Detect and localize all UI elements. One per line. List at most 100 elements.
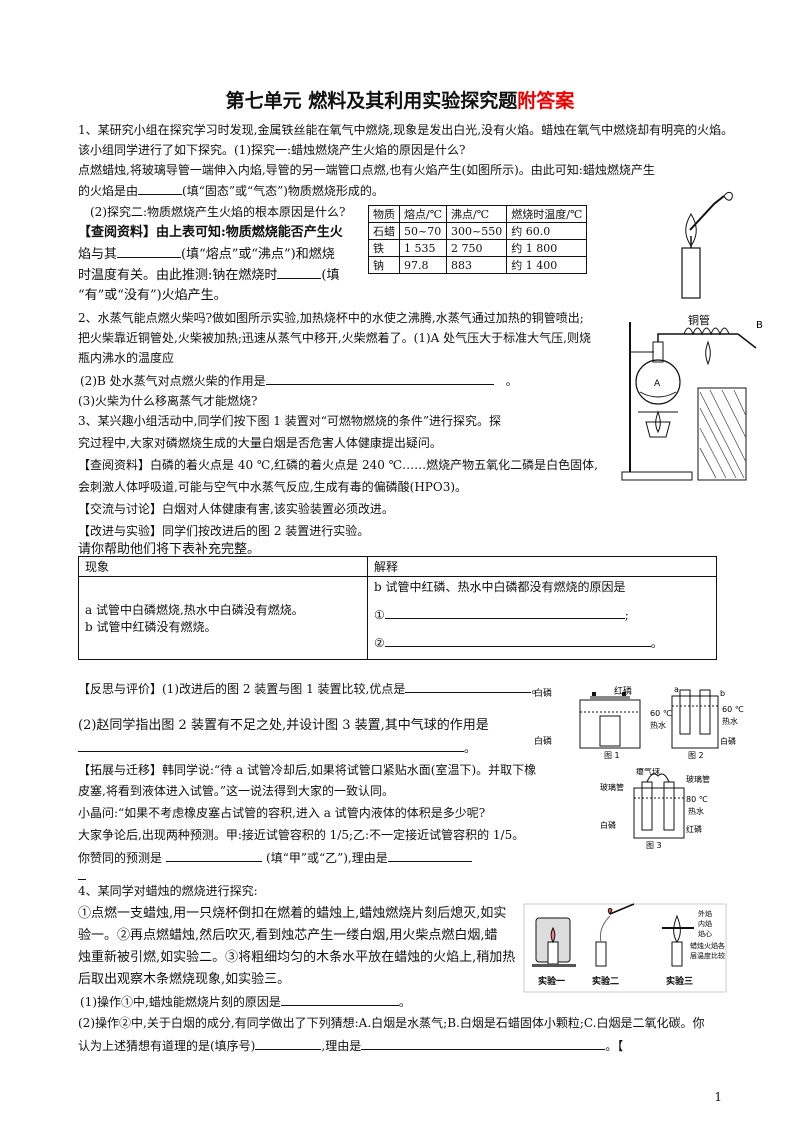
trailing-underline (78, 868, 86, 880)
fig1-caption: 图 1 (604, 751, 620, 760)
table-header: 现象 (78, 556, 368, 577)
q2-line-4: (2)B 处水蒸气对点燃火柴的作用是。 (80, 373, 518, 389)
temp-compare-label-1: 蜡烛火焰各 (690, 941, 725, 950)
q4-line-8b: ,理由是 (321, 1039, 362, 1053)
q4-blank-why[interactable] (361, 1038, 606, 1050)
q1-blank-state[interactable] (138, 183, 183, 195)
q4-line-5: 后取出观察木条燃烧现象,如实验三。 (78, 972, 291, 987)
explanation-1-end: ; (624, 608, 629, 622)
observation-b: b 试管中红磷没有燃烧。 (85, 620, 217, 634)
q4-blank-guess[interactable] (255, 1038, 322, 1050)
table-cell: 约 60.0 (506, 222, 588, 240)
q3-line-3: 【查阅资料】白磷的着火点是 40 ℃,红磷的着火点是 240 ℃……燃烧产物五氧… (78, 458, 598, 472)
q3-line-4: 会刺激人体呼吸道,可能与空气中水蒸气反应,生成有毒的偏磷酸(HPO3)。 (78, 480, 468, 494)
q3-trailing-mark (78, 868, 86, 884)
q1-blank-sodium[interactable] (277, 267, 322, 279)
extension-choice-blank[interactable] (166, 850, 263, 862)
fig1-white-label: 白磷 (534, 687, 552, 699)
explanation-1-blank[interactable] (384, 607, 625, 619)
fig2-temp-label: 60 ℃ (722, 705, 744, 714)
q1-line-8b: (填 (321, 268, 340, 283)
table-cell: 97.8 (398, 256, 448, 274)
reflection-1-blank[interactable] (405, 681, 532, 693)
q1-properties-table: 物质 熔点/℃ 沸点/℃ 燃烧时温度/℃ 石蜡 50~70 300~550 约 … (368, 205, 588, 274)
q4-line-8: 认为上述猜想有道理的是(填序号),理由是。【 (78, 1038, 623, 1054)
table-cell: 883 (446, 256, 508, 274)
explanation-2: ②。 (374, 634, 710, 651)
inner-flame-label: 内焰 (698, 919, 712, 928)
q3-line-6: 【改进与实验】同学们按改进后的图 2 装置进行实验。 (78, 524, 370, 538)
extension-5a: 你赞同的预测是 (78, 851, 163, 865)
q1-line-8a: 时温度有关。由此推测:钠在燃烧时 (78, 268, 278, 283)
q3-reflection-1: 【反思与评价】(1)改进后的图 2 装置与图 1 装置比较,优点是 。 (78, 681, 543, 697)
outer-flame-label: 外焰 (698, 909, 712, 918)
q3-line-2: 究过程中,大家对磷燃烧生成的大量白烟是否危害人体健康提出疑问。 (78, 436, 442, 450)
page-number: 1 (714, 1090, 722, 1104)
point-b-label: B (756, 320, 763, 331)
table-cell-explanation: b 试管中红磷、热水中白磷都没有燃烧的原因是 ①; ②。 (367, 576, 717, 660)
temp-compare-label-2: 层温度比较 (690, 951, 725, 960)
table-cell: 钠 (368, 256, 400, 274)
candle-tube-figure (681, 191, 733, 299)
q2-blank-b[interactable] (265, 373, 494, 385)
candle-experiments-figure: 实验一 实验二 实验三 外焰 内焰 焰心 蜡烛火焰各 层温度比较 (523, 903, 727, 993)
fig1-red-label: 红磷 (614, 686, 632, 697)
title-answer-tag: 附答案 (517, 90, 575, 112)
reflection-2-blank[interactable] (78, 740, 464, 752)
table-header: 沸点/℃ (446, 205, 508, 223)
q3-line-5: 【交流与讨论】白烟对人体健康有害,该实验装置必须改进。 (78, 502, 394, 516)
flame-core-label: 焰心 (698, 929, 712, 938)
copper-tube-apparatus-figure: 铜管 B A (621, 313, 763, 481)
table-cell: 50~70 (398, 222, 448, 240)
q3-extension-4: 大家争论后,出现两种预测。甲:接近试管容积的 1/5;乙:不一定接近试管容积的 … (78, 828, 525, 842)
q4-blank-reason[interactable] (280, 994, 399, 1006)
fig3-water-label: 热水 (688, 806, 704, 816)
phosphorus-figures-1-2: 白磷 红磷 60 ℃ 热水 白磷 图 1 a b 60 ℃ 热水 白磷 图 2 (534, 686, 744, 760)
table-header: 熔点/℃ (398, 205, 448, 223)
q1-line-1: 1、某研究小组在探究学习时发现,金属铁丝能在氧气中燃烧,现象是发出白光,没有火焰… (78, 123, 734, 137)
q3-line-7: 请你帮助他们将下表补充完整。 (78, 542, 261, 557)
q3-line-1: 3、某兴趣小组活动中,同学们按下图 1 装置对“可燃物燃烧的条件”进行探究。探 (78, 414, 501, 428)
q3-extension-2: 皮塞,将看到液体进入试管。”这一说法得到大家的一致认同。 (78, 784, 394, 798)
fig3-temp-label: 80 ℃ (686, 795, 708, 804)
extension-5b: (填“甲”或“乙”),理由是 (266, 851, 388, 865)
q1-line-7a: 焰与其 (78, 247, 118, 262)
fig2-water-label: 热水 (722, 716, 738, 726)
table-header-row: 物质 熔点/℃ 沸点/℃ 燃烧时温度/℃ (368, 205, 588, 223)
table-cell: 300~550 (446, 222, 508, 240)
q4-line-7: (2)操作②中,关于白烟的成分,有同学做出了下列猜想:A.白烟是水蒸气;B.白烟… (78, 1016, 705, 1030)
explanation-2-blank[interactable] (384, 635, 651, 647)
exp2-label: 实验二 (592, 975, 619, 987)
q1-line-4: 的火焰是由(填“固态”或“气态”)物质燃烧形成的。 (78, 183, 384, 199)
q1-line-2: 该小组同学进行了如下探究。(1)探究一:蜡烛燃烧产生火焰的原因是什么? (78, 143, 466, 157)
page-title: 第七单元 燃料及其利用实验探究题附答案 (0, 86, 800, 113)
fig2-white-label: 白磷 (720, 736, 736, 746)
fig2-a-label: a (674, 686, 679, 694)
fig3-red-label: 红磷 (686, 824, 702, 834)
q1-line-5: (2)探究二:物质燃烧产生火焰的根本原因是什么? (90, 205, 346, 219)
q4-line-3: 验一。②再点燃蜡烛,然后吹灭,看到烛芯产生一缕白烟,用火柴点燃白烟,蜡 (78, 928, 498, 943)
q4-line-8a: 认为上述猜想有道理的是(填序号) (78, 1039, 256, 1053)
fig1-white2-label: 白磷 (534, 735, 552, 747)
q1-line-7b: (填“熔点”或“沸点”)和燃烧 (181, 247, 335, 262)
fig3-tube1-label: 玻璃管 (600, 782, 624, 792)
explanation-1: ①; (374, 607, 710, 622)
exp1-label: 实验一 (538, 975, 565, 987)
table-cell: 约 1 800 (506, 239, 588, 257)
q1-line-3: 点燃蜡烛,将玻璃导管一端伸入内焰,导管的另一端管口点燃,也有火焰产生(如图所示)… (78, 163, 655, 177)
table-cell: 铁 (368, 239, 400, 257)
q2-line-4b: 。 (505, 374, 518, 388)
q1-line-9: “有”或“没有”)火焰产生。 (78, 288, 227, 303)
q3-extension-5: 你赞同的预测是 (填“甲”或“乙”),理由是 (78, 850, 472, 866)
q1-blank-point[interactable] (117, 246, 182, 258)
table-row: a 试管中白磷燃烧,热水中白磷没有燃烧。 b 试管中红磷没有燃烧。 b 试管中红… (78, 576, 717, 660)
reflection-1a: 【反思与评价】(1)改进后的图 2 装置与图 1 装置比较,优点是 (78, 682, 406, 696)
phosphorus-figure-3: 瘪气球 玻璃管 玻璃管 80 ℃ 热水 白磷 红磷 图 3 (600, 768, 710, 850)
point-a-label: A (654, 379, 661, 389)
table-row: 石蜡 50~70 300~550 约 60.0 (368, 222, 588, 240)
extension-reason-blank[interactable] (387, 850, 472, 862)
reflection-1b: 。 (531, 682, 544, 696)
q2-line-1: 2、水蒸气能点燃火柴吗?做如图所示实验,加热烧杯中的水使之沸腾,水蒸气通过加热的… (78, 311, 584, 325)
q2-line-3: 瓶内沸水的温度应 (78, 351, 175, 365)
